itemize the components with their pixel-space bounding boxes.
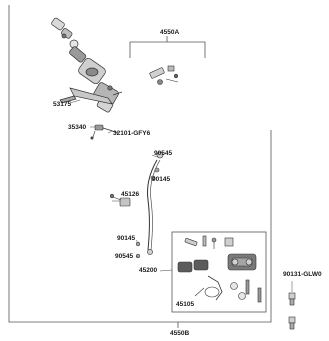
brake-hose — [147, 151, 164, 255]
label-mount-bolt: 90131-GLW0 — [283, 271, 322, 278]
brake-switch — [90, 124, 119, 140]
label-bolt-lower: 90545 — [115, 253, 134, 260]
label-assembly-top: 4550A — [160, 29, 180, 36]
label-assembly-bottom: 4550B — [170, 330, 190, 337]
label-hose-clamp: 45126 — [121, 191, 140, 198]
label-caliper: 45200 — [139, 267, 158, 274]
caliper-assembly — [177, 235, 262, 303]
master-cylinder-kit-parts — [149, 65, 179, 85]
label-switch: 35340 — [68, 124, 87, 131]
label-bolt-upper: 90545 — [154, 150, 173, 157]
label-pad-set: 45105 — [176, 301, 195, 308]
label-lever: 53175 — [53, 101, 72, 108]
label-washer-lower: 90145 — [117, 235, 136, 242]
label-washer-upper: 90145 — [152, 176, 171, 183]
hose-clamp — [109, 193, 131, 207]
master-cylinder-assembly — [51, 17, 123, 113]
assembly-frame — [8, 5, 272, 328]
lower-banjo-hardware — [135, 241, 141, 259]
leader-lines — [69, 99, 293, 292]
label-switch-wire: 32101-GFY6 — [113, 130, 151, 137]
caliper-mount-bolts — [288, 292, 296, 330]
caliper-box — [171, 231, 267, 313]
